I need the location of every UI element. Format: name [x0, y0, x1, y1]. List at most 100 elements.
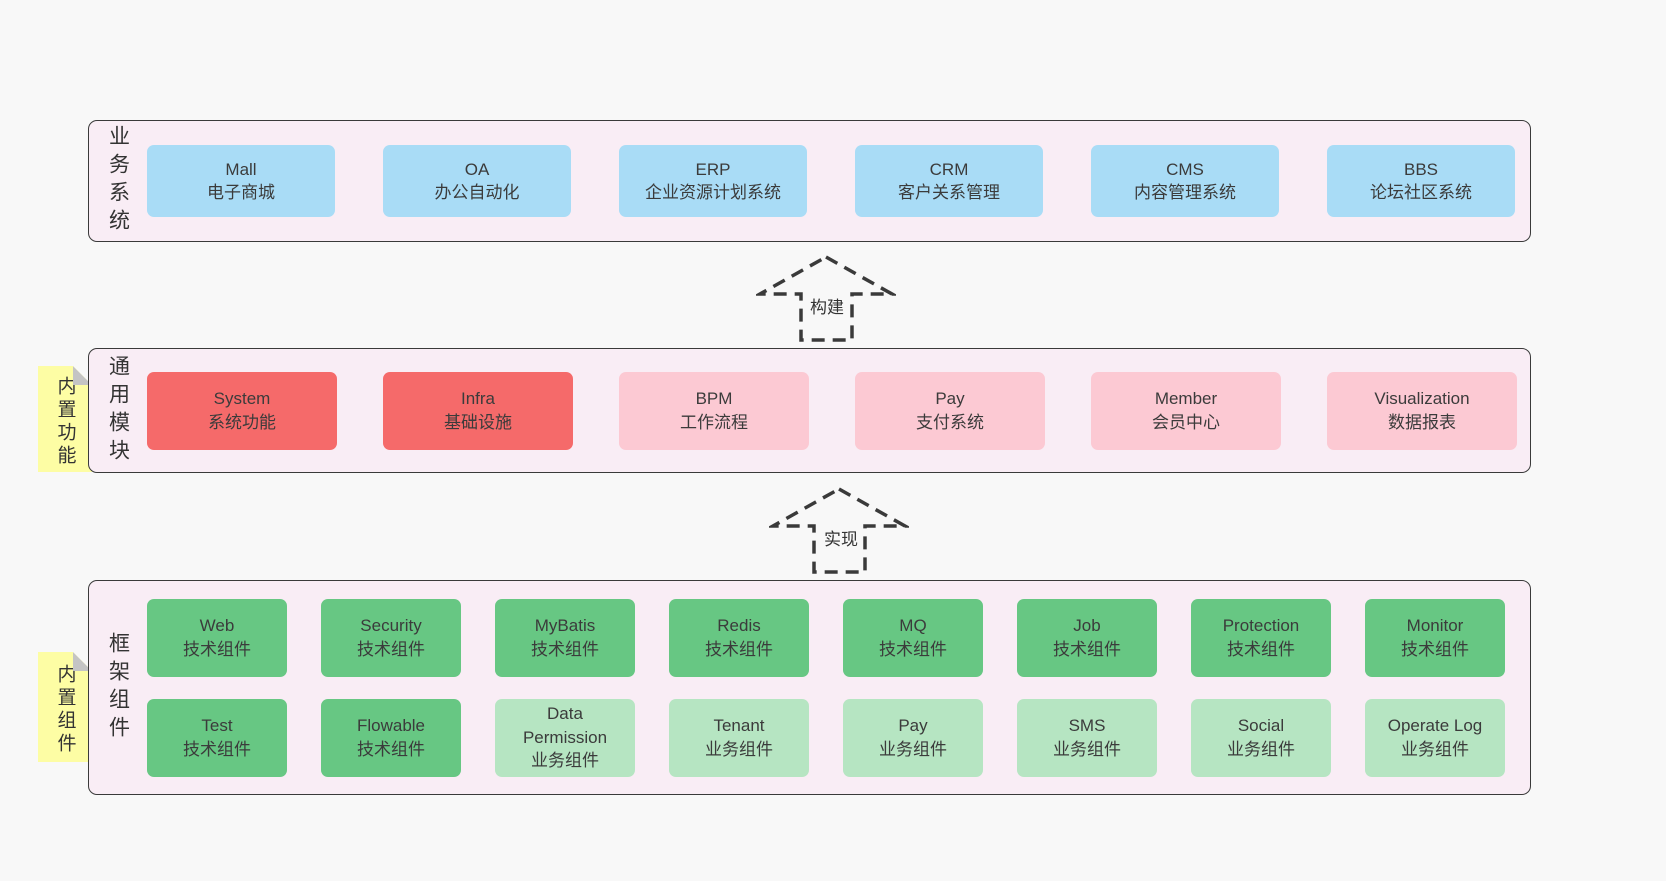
- component-box: Tenant 业务组件: [669, 698, 809, 777]
- system-box: CRM 客户关系管理: [855, 145, 1043, 217]
- technical-components-row: Web 技术组件 Security 技术组件 MyBatis 技术组件 Redi…: [147, 598, 1505, 677]
- component-box: Social 业务组件: [1191, 698, 1331, 777]
- component-box: SMS 业务组件: [1017, 698, 1157, 777]
- component-box: Redis 技术组件: [669, 598, 809, 677]
- box-subtitle: 业务组件: [531, 751, 599, 771]
- box-subtitle: 数据报表: [1388, 412, 1456, 432]
- component-box: Pay 业务组件: [843, 698, 983, 777]
- box-title: Protection: [1222, 616, 1300, 636]
- box-subtitle: 技术组件: [357, 639, 425, 659]
- box-subtitle: 技术组件: [183, 639, 251, 659]
- component-box: Job 技术组件: [1017, 598, 1157, 677]
- framework-components-layer: 框架组件 Web 技术组件 Security 技术组件 MyBatis 技术组件…: [88, 580, 1531, 795]
- box-title: Test: [201, 716, 233, 736]
- component-box: Security 技术组件: [321, 598, 461, 677]
- business-components-row: Test 技术组件 Flowable 技术组件 Data Permission …: [147, 698, 1505, 777]
- box-subtitle: 技术组件: [357, 739, 425, 759]
- box-title: Redis: [717, 616, 761, 636]
- box-subtitle: 业务组件: [1401, 739, 1469, 759]
- layer-side-label: 业务系统: [106, 125, 130, 237]
- box-subtitle: 论坛社区系统: [1370, 183, 1472, 202]
- arrow-label-build: 构建: [805, 291, 849, 320]
- box-subtitle: 业务组件: [1053, 739, 1121, 759]
- box-subtitle: 基础设施: [444, 412, 512, 432]
- box-title: Pay: [935, 389, 965, 409]
- arrow-label-implement: 实现: [819, 523, 863, 552]
- box-title: Flowable: [356, 716, 426, 736]
- box-title: Pay: [898, 716, 928, 736]
- box-subtitle: 业务组件: [879, 739, 947, 759]
- layer-side-label-wrap: 框架组件: [89, 581, 147, 794]
- box-title: Operate Log: [1387, 716, 1483, 736]
- module-box: Infra 基础设施: [383, 371, 573, 450]
- box-title: ERP: [695, 159, 731, 179]
- business-systems-layer: 业务系统 Mall 电子商城 OA 办公自动化 ERP 企业资源计划系统 CRM…: [88, 120, 1531, 242]
- box-subtitle: 技术组件: [1227, 639, 1295, 659]
- box-subtitle: 技术组件: [183, 739, 251, 759]
- box-title: Social: [1237, 716, 1285, 736]
- box-title: CRM: [929, 159, 969, 179]
- system-box: ERP 企业资源计划系统: [619, 145, 807, 217]
- box-subtitle: 技术组件: [1053, 639, 1121, 659]
- module-box: Member 会员中心: [1091, 371, 1281, 450]
- box-title: Member: [1154, 389, 1218, 409]
- box-subtitle: 办公自动化: [434, 183, 520, 202]
- module-box: Pay 支付系统: [855, 371, 1045, 450]
- layer-side-label: 框架组件: [106, 631, 130, 744]
- system-box: CMS 内容管理系统: [1091, 145, 1279, 217]
- component-box: Data Permission 业务组件: [495, 698, 635, 777]
- box-title: Security: [360, 616, 422, 636]
- component-box: Protection 技术组件: [1191, 598, 1331, 677]
- layer-side-label-wrap: 通用模块: [89, 349, 147, 472]
- component-box: Monitor 技术组件: [1365, 598, 1505, 677]
- box-title: Tenant: [713, 716, 765, 736]
- box-title: BPM: [695, 389, 733, 409]
- box-subtitle: 系统功能: [208, 412, 276, 432]
- box-subtitle: 会员中心: [1152, 412, 1220, 432]
- box-title: Web: [199, 616, 235, 636]
- framework-component-rows: Web 技术组件 Security 技术组件 MyBatis 技术组件 Redi…: [147, 598, 1505, 777]
- box-title: MyBatis: [534, 616, 596, 636]
- component-box: MyBatis 技术组件: [495, 598, 635, 677]
- box-subtitle: 内容管理系统: [1134, 183, 1236, 202]
- sticky-label: 内置组件: [54, 664, 76, 756]
- box-subtitle: 业务组件: [705, 739, 773, 759]
- box-title: CMS: [1166, 159, 1204, 179]
- box-subtitle: 工作流程: [680, 412, 748, 432]
- common-modules-layer: 通用模块 System 系统功能 Infra 基础设施 BPM 工作流程 Pay…: [88, 348, 1531, 473]
- box-subtitle: 电子商城: [207, 183, 275, 202]
- box-subtitle: 技术组件: [1401, 639, 1469, 659]
- component-box: Flowable 技术组件: [321, 698, 461, 777]
- layer-side-label: 通用模块: [106, 354, 130, 467]
- box-subtitle: 技术组件: [705, 639, 773, 659]
- sticky-note-built-in-components: 内置组件: [38, 652, 92, 762]
- box-title: BBS: [1403, 159, 1439, 179]
- box-title: Monitor: [1406, 616, 1464, 636]
- box-title: Mall: [225, 159, 257, 179]
- business-system-boxes: Mall 电子商城 OA 办公自动化 ERP 企业资源计划系统 CRM 客户关系…: [147, 145, 1515, 217]
- box-subtitle: 技术组件: [531, 639, 599, 659]
- box-subtitle: 支付系统: [916, 412, 984, 432]
- module-box: System 系统功能: [147, 371, 337, 450]
- sticky-note-built-in-functions: 内置功能: [38, 366, 92, 472]
- box-title: MQ: [899, 616, 927, 636]
- box-subtitle: 客户关系管理: [898, 183, 1000, 202]
- system-box: OA 办公自动化: [383, 145, 571, 217]
- box-title: OA: [464, 159, 490, 179]
- box-subtitle: 企业资源计划系统: [645, 183, 781, 202]
- box-title: Data Permission: [522, 704, 608, 747]
- box-title: Job: [1073, 616, 1101, 636]
- box-title: SMS: [1068, 716, 1106, 736]
- box-subtitle: 技术组件: [879, 639, 947, 659]
- component-box: Operate Log 业务组件: [1365, 698, 1505, 777]
- component-box: Test 技术组件: [147, 698, 287, 777]
- system-box: BBS 论坛社区系统: [1327, 145, 1515, 217]
- box-subtitle: 业务组件: [1227, 739, 1295, 759]
- module-box: BPM 工作流程: [619, 371, 809, 450]
- layer-side-label-wrap: 业务系统: [89, 121, 147, 241]
- common-module-boxes: System 系统功能 Infra 基础设施 BPM 工作流程 Pay 支付系统…: [147, 371, 1517, 450]
- module-box: Visualization 数据报表: [1327, 371, 1517, 450]
- sticky-label: 内置功能: [54, 376, 76, 468]
- component-box: MQ 技术组件: [843, 598, 983, 677]
